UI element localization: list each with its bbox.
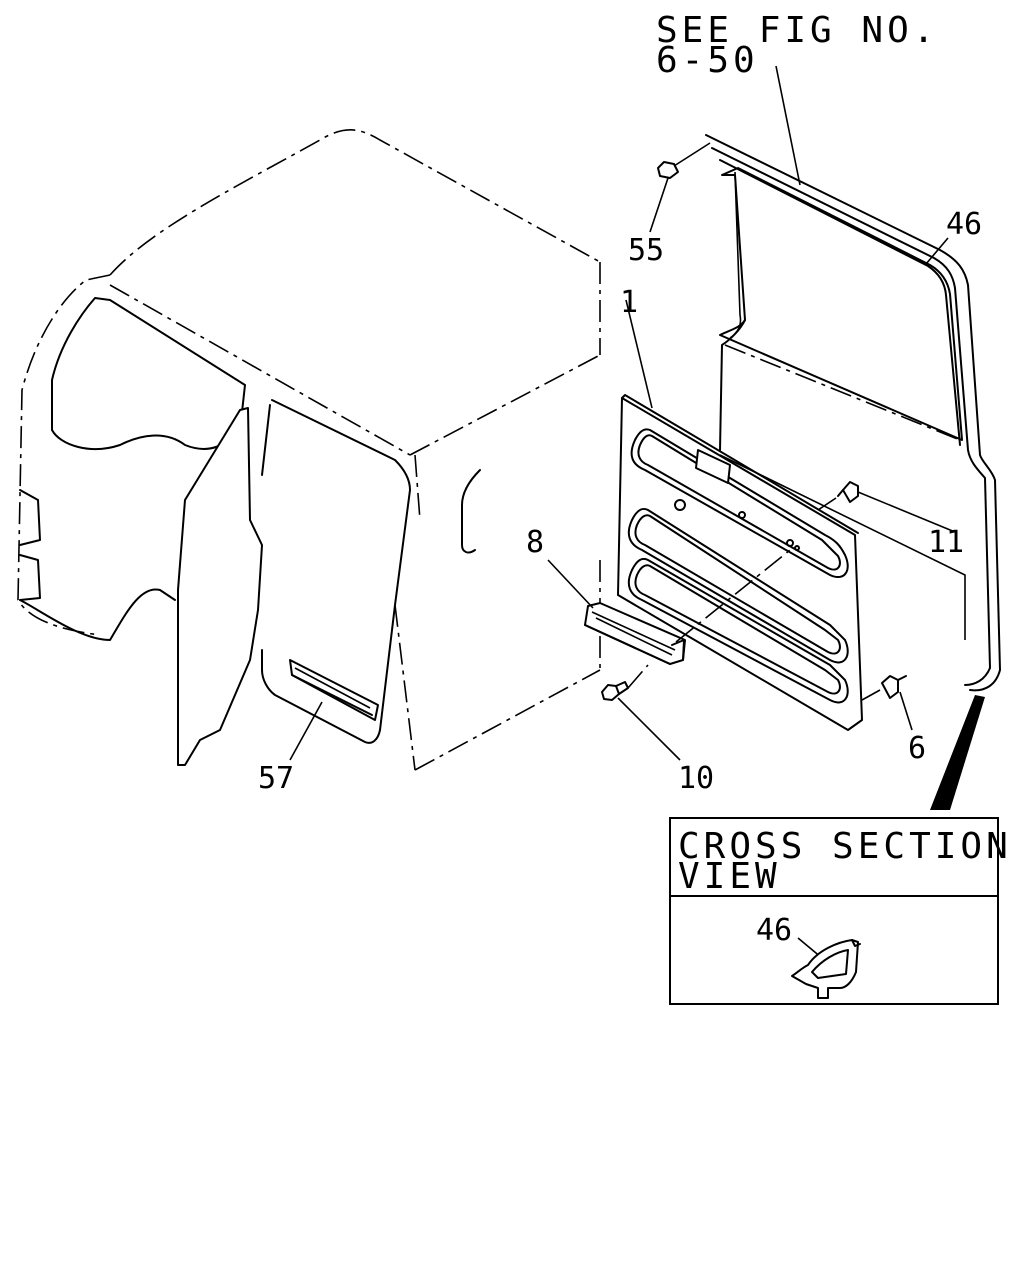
callout-55: 55 <box>628 233 664 268</box>
vehicle-body <box>17 129 601 771</box>
weatherstrip-profile-icon <box>791 939 861 999</box>
rear-door-assembly <box>617 134 1001 731</box>
cross-section-part-label: 46 <box>756 913 792 948</box>
leader-57 <box>289 701 323 761</box>
part-10-screw <box>601 664 681 761</box>
leader-8 <box>547 559 594 609</box>
cross-section-box: CROSS SECTION VIEW 46 <box>669 817 1012 1005</box>
leader-1 <box>625 299 653 409</box>
reference-note-line2: 6-50 <box>656 40 759 81</box>
part-11-clip <box>817 481 956 533</box>
leader-46 <box>925 237 949 265</box>
part-8-pull-handle <box>584 549 791 665</box>
section-pointer <box>930 695 985 810</box>
callout-1: 1 <box>620 285 638 320</box>
callout-57: 57 <box>258 761 294 796</box>
callout-6: 6 <box>908 731 926 766</box>
cross-section-title-line1: CROSS SECTION <box>678 826 1012 867</box>
callout-8: 8 <box>526 525 544 560</box>
part-55-plug <box>649 142 711 233</box>
callout-11: 11 <box>928 525 964 560</box>
reference-note-line1: SEE FIG NO. <box>656 10 938 51</box>
callout-46: 46 <box>946 207 982 242</box>
reference-leader <box>775 65 801 186</box>
callout-10: 10 <box>678 761 714 796</box>
cross-section-title-line2: VIEW <box>678 856 781 897</box>
part-6-clip <box>861 675 913 731</box>
